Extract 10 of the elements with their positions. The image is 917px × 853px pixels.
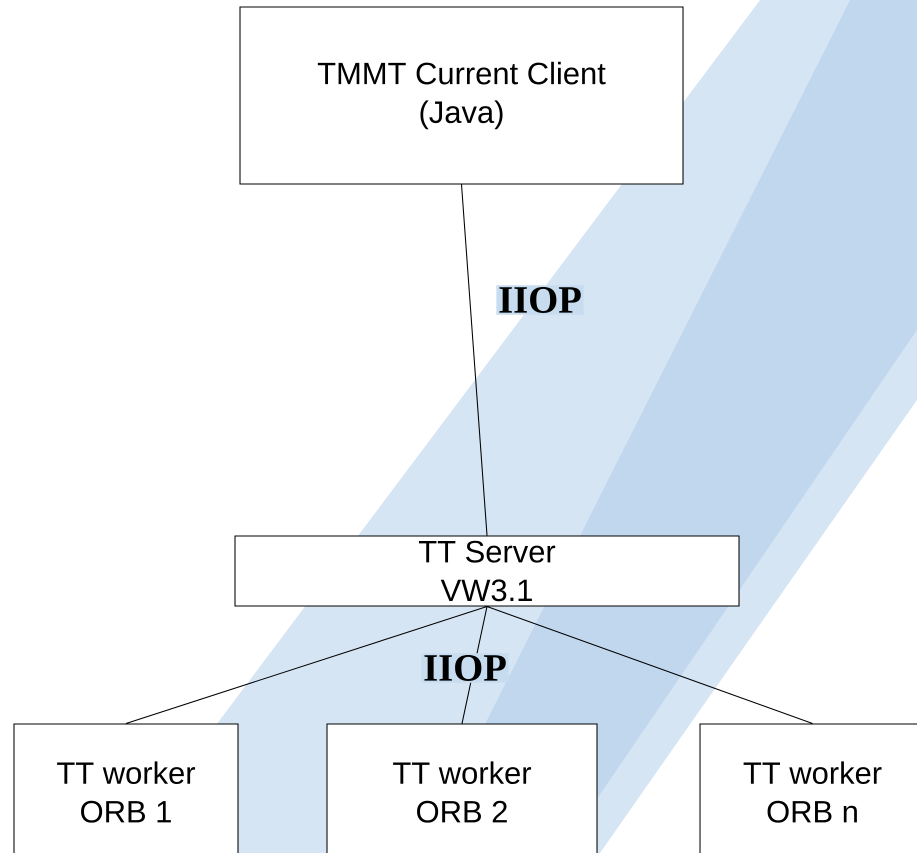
connector-line bbox=[126, 606, 488, 724]
connector-line bbox=[486, 606, 813, 724]
box: TT worker ORB n bbox=[699, 723, 917, 853]
edge-label: IIOP bbox=[421, 653, 509, 683]
box: TMMT Current Client (Java) bbox=[239, 6, 684, 185]
box: TT worker ORB 2 bbox=[326, 723, 598, 853]
box: TT Server VW3.1 bbox=[234, 535, 740, 607]
connector-line bbox=[460, 184, 488, 536]
box: TT worker ORB 1 bbox=[13, 723, 239, 853]
edge-label: IIOP bbox=[496, 285, 584, 315]
